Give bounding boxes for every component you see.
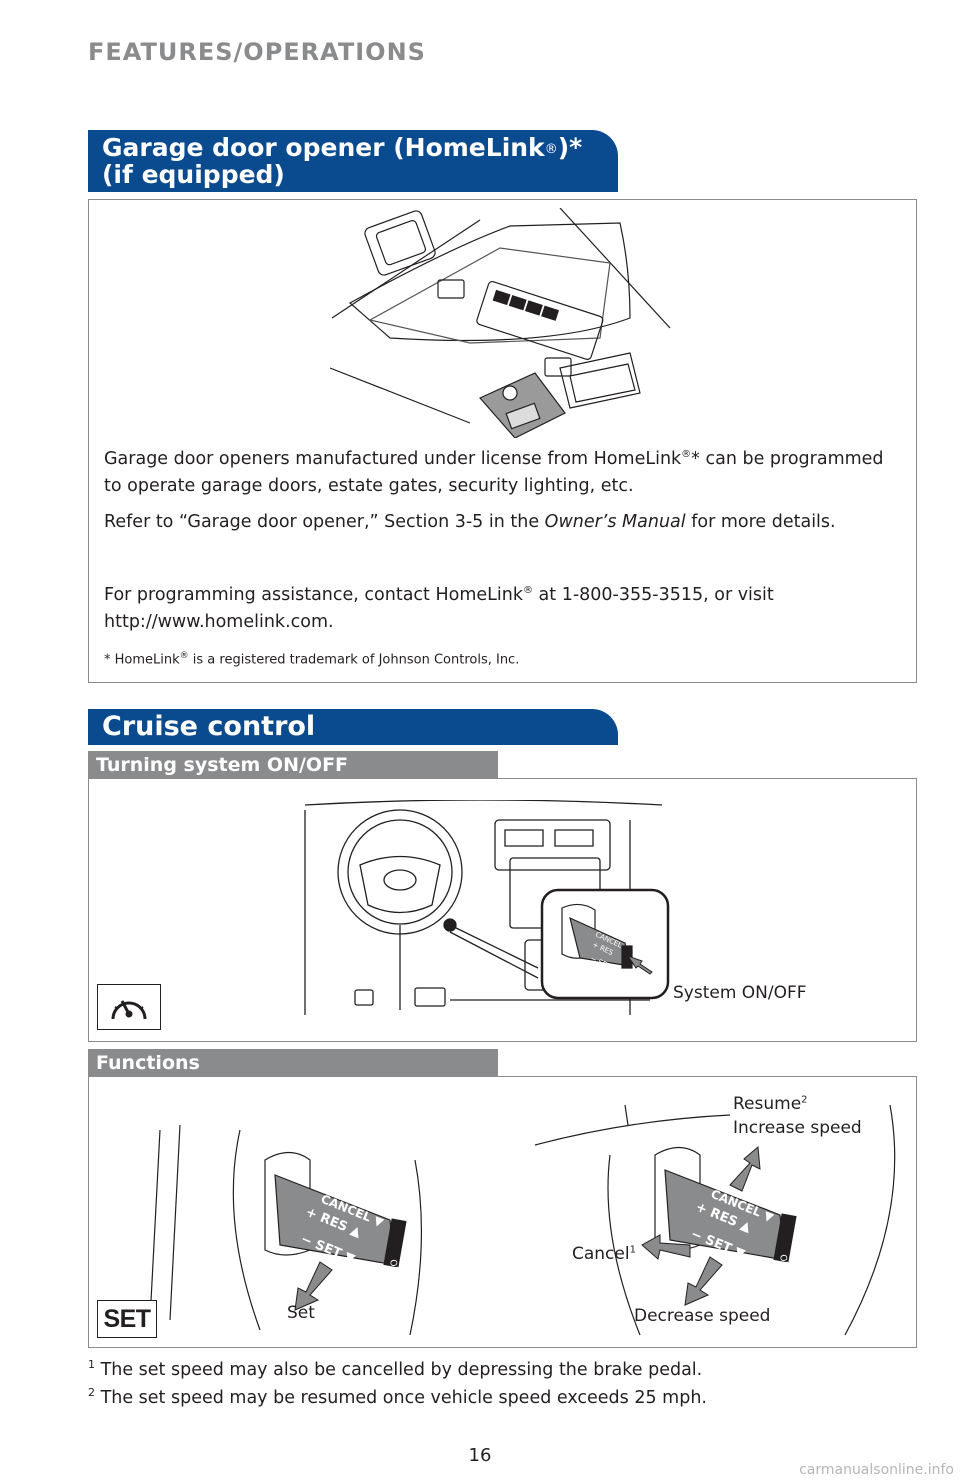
homelink-p1a: Garage door openers manufactured under l…: [104, 448, 682, 469]
homelink-fn-b: is a registered trademark of Johnson Con…: [188, 652, 520, 668]
homelink-paragraph-2: Refer to “Garage door opener,” Section 3…: [104, 509, 904, 536]
homelink-fn-reg: ®: [179, 651, 189, 661]
homelink-p1b: * can be programmed to operate garage do…: [104, 448, 884, 496]
decrease-speed-label: Decrease speed: [634, 1306, 771, 1326]
turning-system-heading: Turning system ON/OFF: [88, 751, 498, 779]
homelink-paragraph-3: For programming assistance, contact Home…: [104, 577, 904, 636]
onoff-box: [88, 778, 917, 1042]
homelink-p2a: Refer to “Garage door opener,” Section 3…: [104, 512, 545, 532]
homelink-title-reg: ®: [544, 142, 558, 157]
system-onoff-label: System ON/OFF: [673, 983, 807, 1003]
set-label: Set: [287, 1303, 315, 1323]
section-title: FEATURES/OPERATIONS: [88, 38, 426, 66]
note-1: 1 The set speed may also be cancelled by…: [88, 1351, 702, 1384]
svg-text:ON·OFF: ON·OFF: [387, 1259, 403, 1294]
cancel-text: Cancel: [572, 1244, 630, 1264]
homelink-p3a: For programming assistance, contact Home…: [104, 584, 523, 605]
set-icon-text: SET: [103, 1304, 151, 1333]
homelink-paragraph-1: Garage door openers manufactured under l…: [104, 441, 904, 500]
note-1-text: The set speed may also be cancelled by d…: [95, 1359, 703, 1380]
homelink-p3-reg: ®: [522, 585, 533, 596]
resume-sup: 2: [801, 1094, 808, 1106]
cruise-control-heading: Cruise control: [88, 709, 618, 745]
homelink-box: [88, 199, 917, 683]
resume-label: Resume2: [733, 1094, 808, 1114]
functions-lever-illustration: CANCEL ▼ + RES ▲ − SET ▼ ON·OFF: [530, 1095, 910, 1340]
note-1-sup: 1: [88, 1358, 95, 1371]
cancel-label: Cancel1: [572, 1244, 636, 1264]
functions-heading: Functions: [88, 1049, 498, 1077]
set-icon-box: SET: [97, 1300, 157, 1338]
note-2: 2 The set speed may be resumed once vehi…: [88, 1379, 707, 1412]
homelink-p1-reg: ®: [681, 449, 692, 460]
watermark: carmanualsonline.info: [799, 1462, 954, 1478]
homelink-title-line2: (if equipped): [102, 160, 285, 189]
svg-text:ON·OFF: ON·OFF: [777, 1254, 793, 1289]
owners-manual-reference: Owner’s Manual: [544, 512, 686, 532]
increase-speed-label: Increase speed: [733, 1118, 862, 1138]
note-2-sup: 2: [88, 1386, 95, 1399]
speedometer-icon: [111, 1000, 147, 1020]
resume-text: Resume: [733, 1094, 802, 1114]
homelink-p3b: at 1-800-355-3515, or visit http://www.h…: [104, 584, 774, 632]
homelink-fn-a: * HomeLink: [104, 652, 180, 668]
functions-box: [88, 1076, 917, 1348]
homelink-title-star: )*: [557, 133, 583, 162]
homelink-heading: Garage door opener (HomeLink®)* (if equi…: [88, 130, 618, 192]
cruise-indicator-icon-box: [97, 984, 161, 1030]
homelink-illustration: [330, 208, 680, 438]
dashboard-illustration: [300, 800, 670, 1020]
cancel-sup: 1: [629, 1244, 636, 1256]
page-number: 16: [468, 1445, 492, 1466]
lever-callout: CANCEL + RES − SET: [540, 888, 670, 1000]
set-lever-illustration: CANCEL ▼ + RES ▲ − SET ▼ ON·OFF: [140, 1120, 440, 1340]
homelink-title-line1: Garage door opener (HomeLink: [102, 133, 545, 162]
homelink-p2b: for more details.: [685, 512, 836, 532]
note-2-text: The set speed may be resumed once vehicl…: [95, 1387, 707, 1408]
homelink-trademark-note: * HomeLink® is a registered trademark of…: [104, 651, 519, 667]
